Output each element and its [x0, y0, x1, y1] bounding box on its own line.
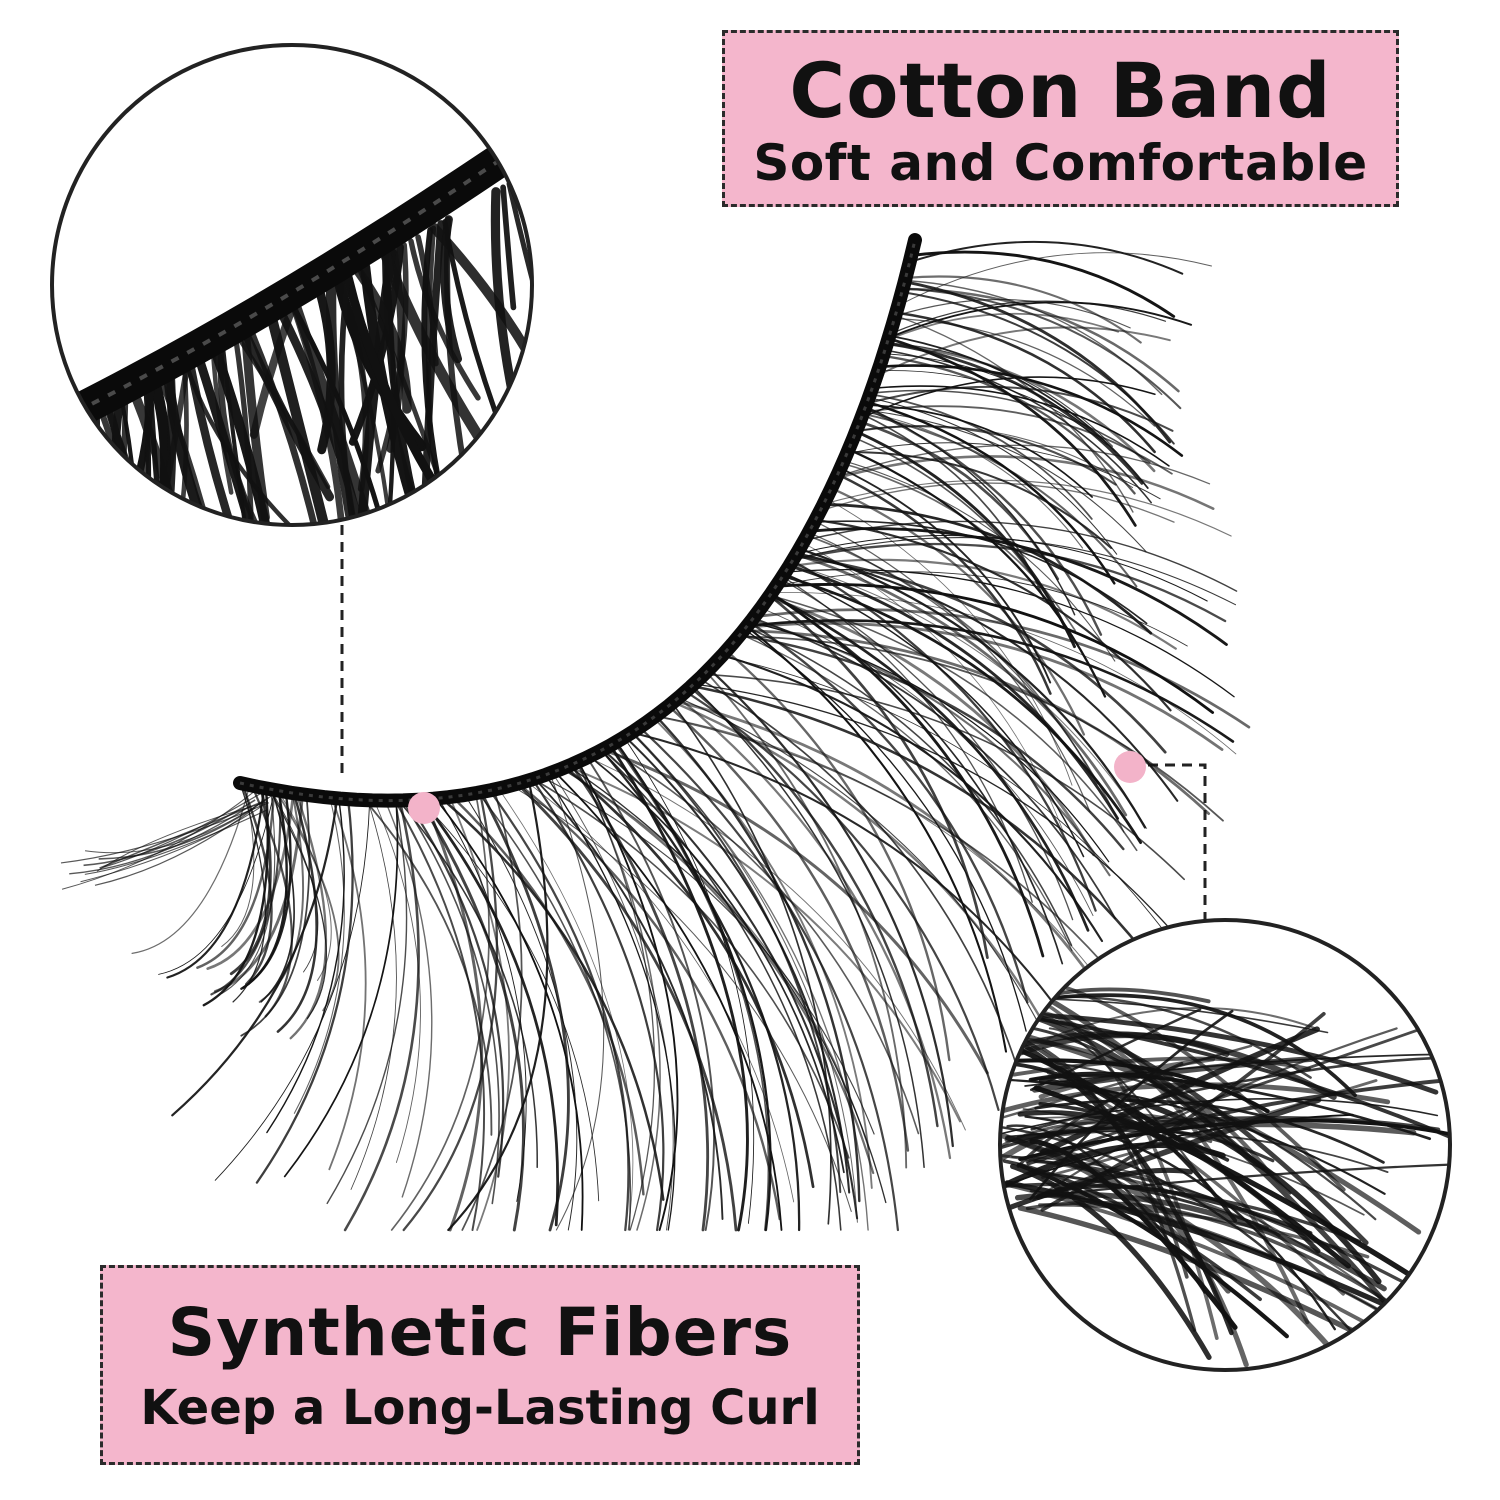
false-eyelash-strip	[60, 233, 1251, 1232]
synthetic-fibers-callout: Synthetic Fibers Keep a Long-Lasting Cur…	[100, 1265, 860, 1465]
cotton-band-callout: Cotton Band Soft and Comfortable	[722, 30, 1399, 207]
callout-title: Cotton Band	[789, 46, 1332, 135]
leader-lines	[340, 525, 1207, 922]
callout-subtitle: Soft and Comfortable	[753, 134, 1368, 192]
callout-title: Synthetic Fibers	[167, 1294, 793, 1371]
fiber-marker-dot	[1114, 751, 1146, 783]
magnified-band-circle	[50, 43, 534, 527]
band-marker-dot	[408, 792, 440, 824]
callout-subtitle: Keep a Long-Lasting Curl	[140, 1380, 820, 1436]
magnified-fibers-circle	[998, 918, 1452, 1372]
magnified-lash-fibers	[1000, 978, 1450, 1370]
